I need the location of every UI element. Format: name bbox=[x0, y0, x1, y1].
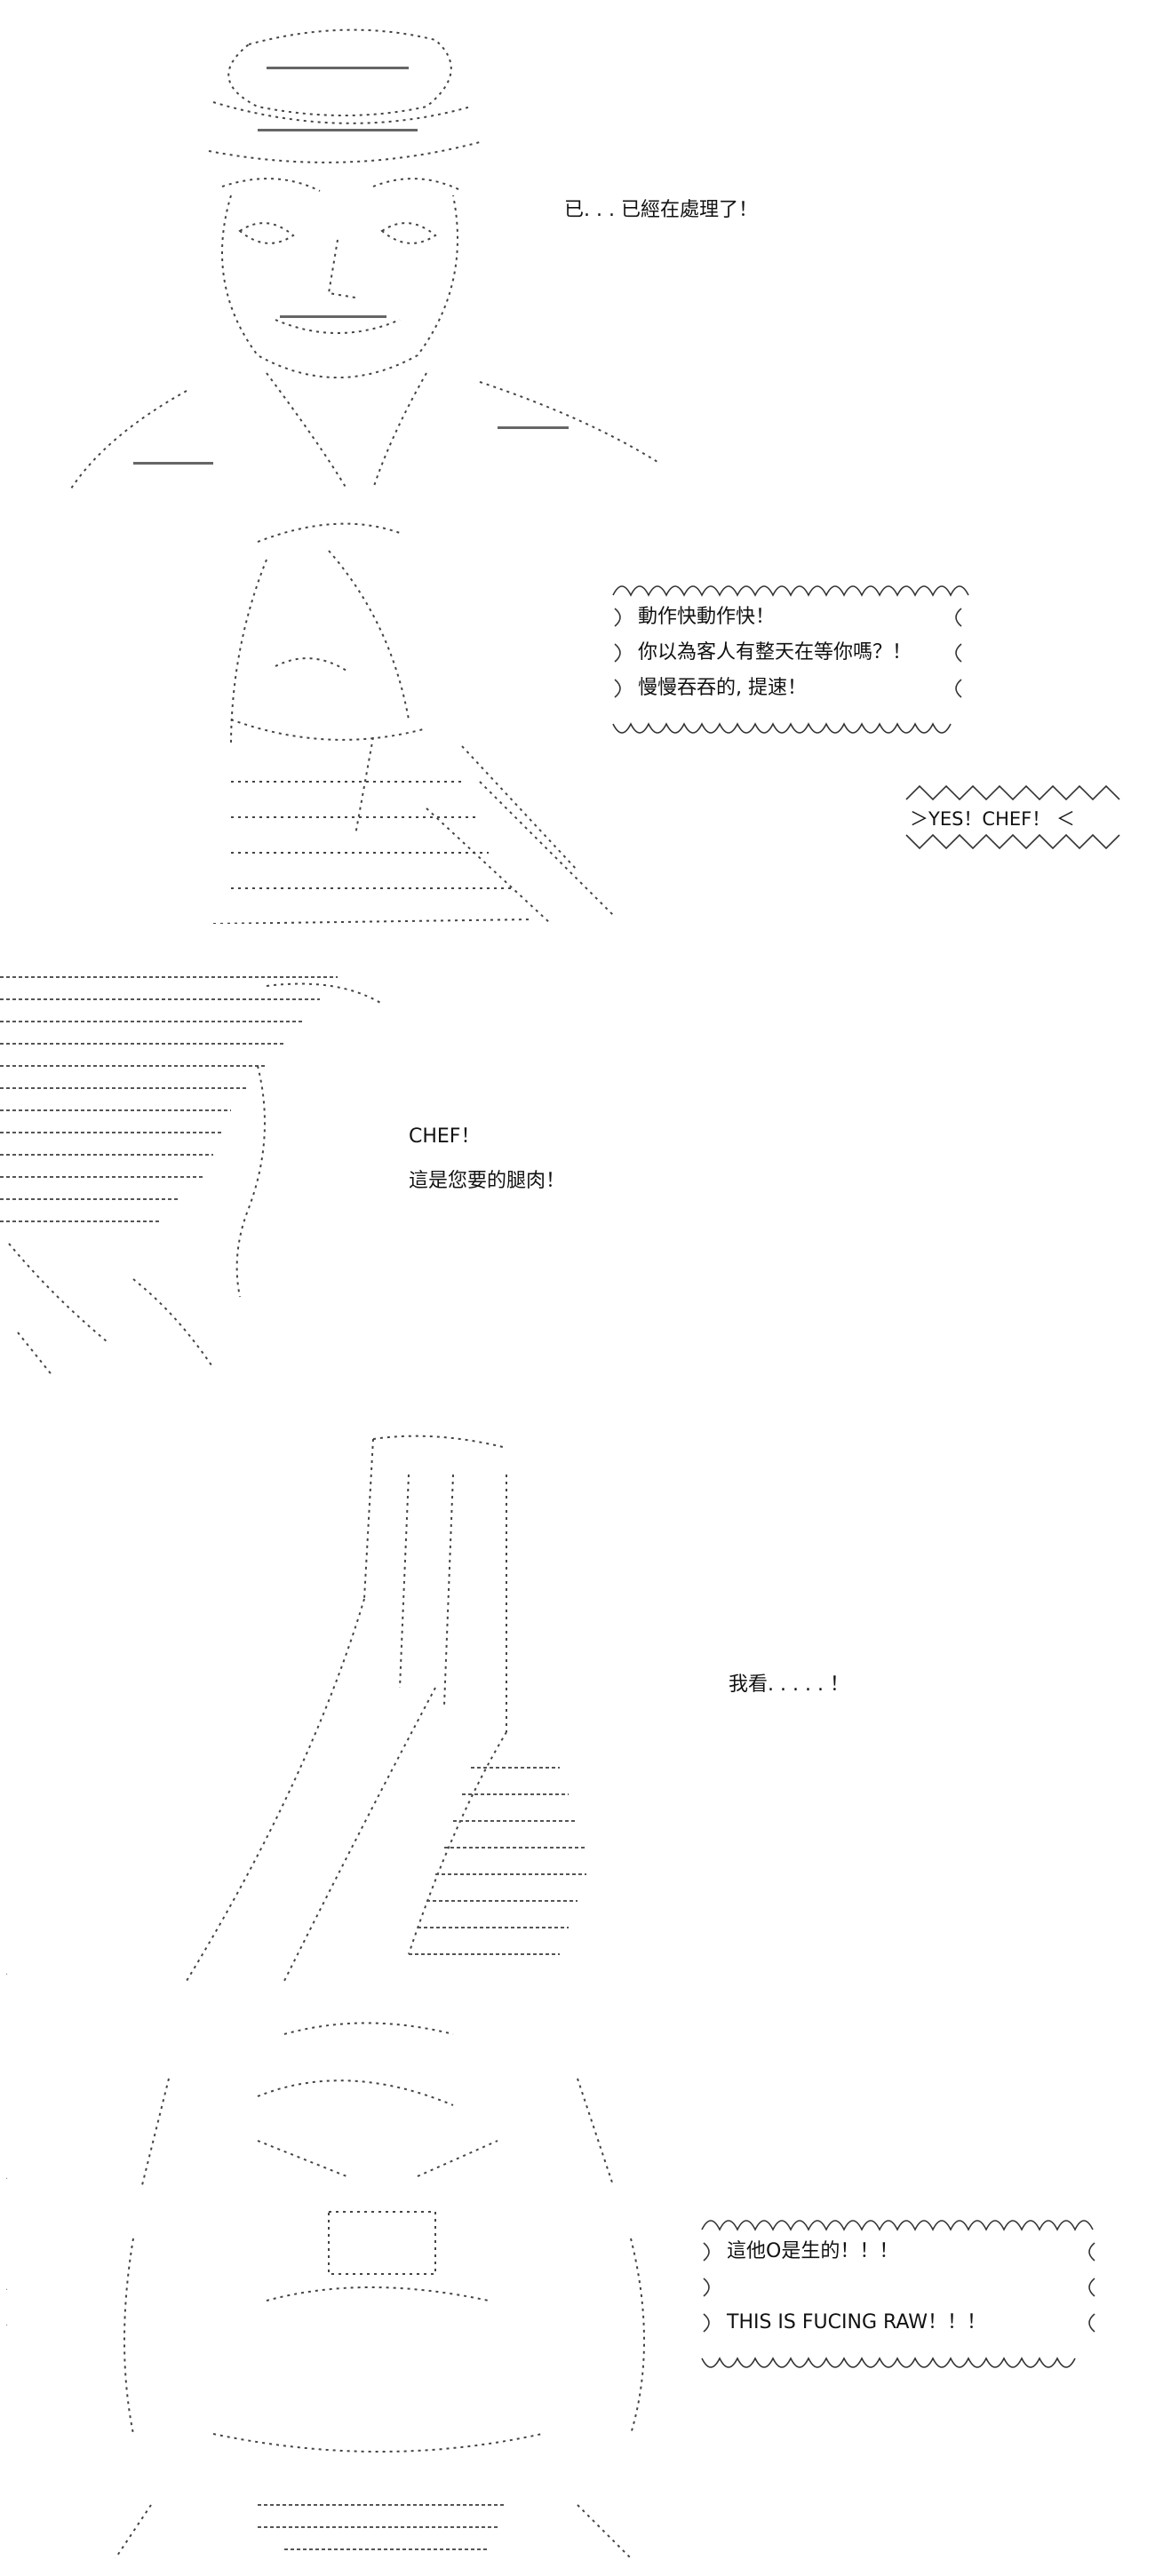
spiky-shout-frame bbox=[905, 784, 1120, 850]
ascii-art-chef-shouting bbox=[195, 515, 711, 924]
ascii-art-hand-pressing-meat bbox=[169, 1421, 613, 1990]
bubble-line: 這他O是生的！！！ bbox=[727, 2240, 899, 2262]
margin-dot: . bbox=[5, 1968, 9, 1977]
panel-3: CHEF！ 這是您要的腿肉！ bbox=[0, 959, 1155, 1386]
bubble-line: THIS IS FUCING RAW！！！ bbox=[727, 2311, 986, 2334]
dialogue-panel-3: CHEF！ 這是您要的腿肉！ bbox=[409, 1115, 565, 1204]
ascii-art-chef-face bbox=[53, 18, 675, 497]
bubble-line: 動作快動作快！ bbox=[638, 606, 776, 628]
shout-panel-2: ＞YES！CHEF！ ＜ bbox=[897, 782, 1137, 853]
wavy-bubble-frame bbox=[701, 2220, 1095, 2368]
bubble-line bbox=[727, 2270, 986, 2305]
panel-4: 我看. . . . . ！ bbox=[0, 1421, 1155, 1990]
ascii-art-chef-furious bbox=[80, 2008, 693, 2567]
panel-2: 動作快動作快！ 你以為客人有整天在等你嗎？！ 慢慢吞吞的, 提速！ ＞YES！C… bbox=[0, 515, 1155, 924]
margin-dot: . bbox=[5, 2172, 9, 2182]
margin-dot: . bbox=[5, 2283, 9, 2293]
dialogue-panel-1: 已. . . 已經在處理了！ bbox=[564, 195, 758, 226]
speech-bubble-panel-5: 這他O是生的！！！ THIS IS FUCING RAW！！！ bbox=[693, 2203, 1111, 2381]
wavy-bubble-frame bbox=[612, 585, 969, 734]
cook-presenting-drawing bbox=[0, 976, 383, 1378]
bubble-line: 你以為客人有整天在等你嗎？！ bbox=[638, 641, 912, 664]
dialogue-line: 已. . . 已經在處理了！ bbox=[564, 199, 758, 221]
bubble-line: 慢慢吞吞的, 提速！ bbox=[638, 677, 807, 699]
dialogue-line: 這是您要的腿肉！ bbox=[409, 1170, 566, 1192]
margin-dot: . bbox=[5, 2318, 9, 2328]
chef-furious-drawing bbox=[115, 2022, 645, 2559]
dialogue-panel-4: 我看. . . . . ！ bbox=[729, 1670, 849, 1700]
speech-bubble-panel-2: 動作快動作快！ 你以為客人有整天在等你嗎？！ 慢慢吞吞的, 提速！ bbox=[604, 568, 977, 746]
chef-shouting-drawing bbox=[212, 522, 614, 924]
panel-1: 已. . . 已經在處理了！ bbox=[0, 0, 1155, 506]
chef-face-drawing bbox=[70, 28, 658, 489]
panel-5: 這他O是生的！！！ THIS IS FUCING RAW！！！ bbox=[0, 2008, 1155, 2567]
shout-text: ＞YES！CHEF！ ＜ bbox=[910, 808, 1075, 830]
dialogue-line: 我看. . . . . ！ bbox=[729, 1674, 849, 1696]
dialogue-line: CHEF！ bbox=[409, 1125, 481, 1148]
hand-meat-drawing bbox=[186, 1435, 586, 1982]
ascii-art-cook-presenting bbox=[0, 959, 400, 1386]
